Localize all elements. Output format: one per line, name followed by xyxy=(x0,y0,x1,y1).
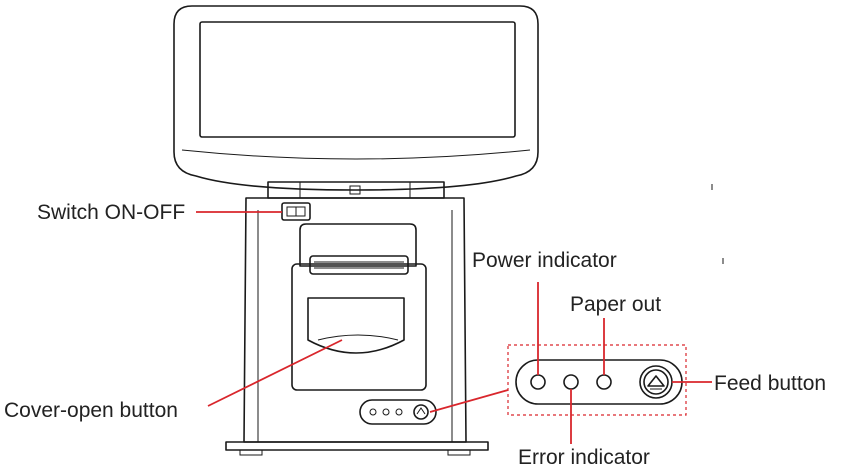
power-indicator-light xyxy=(530,374,546,390)
printer-body xyxy=(225,197,489,456)
paper-out-indicator-light xyxy=(596,374,612,390)
power-switch[interactable] xyxy=(281,202,311,221)
zoomed-control-panel xyxy=(515,359,683,405)
switch-label: Switch ON-OFF xyxy=(37,201,185,224)
cover-open-label: Cover-open button xyxy=(4,399,178,422)
zoom-callout-box xyxy=(507,344,687,416)
feed-button-icon[interactable] xyxy=(639,365,673,399)
callout-leaders xyxy=(196,211,712,444)
printer-cover xyxy=(291,223,427,391)
paper-out-label: Paper out xyxy=(570,293,661,316)
cover-open-button[interactable] xyxy=(307,297,405,354)
feed-button-label: Feed button xyxy=(714,372,826,395)
display-monitor xyxy=(173,5,539,191)
error-indicator-light xyxy=(563,374,579,390)
error-indicator-label: Error indicator xyxy=(518,446,650,469)
display-screen xyxy=(199,21,516,138)
power-indicator-label: Power indicator xyxy=(472,249,617,272)
device-control-panel xyxy=(359,399,437,425)
